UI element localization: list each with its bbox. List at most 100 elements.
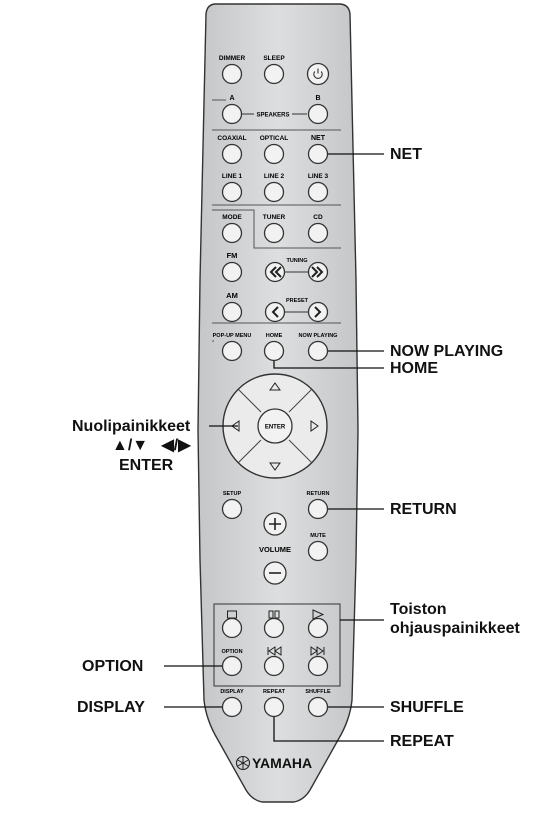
line1-label: LINE 1 — [222, 173, 243, 180]
button-home[interactable]: HOME — [263, 333, 285, 362]
fm-label: FM — [227, 251, 238, 260]
preset-label: PRESET — [286, 298, 309, 304]
left-arrow-icon — [231, 420, 240, 432]
yamaha-logo: YAMAHA — [235, 755, 312, 771]
callout-display: DISPLAY — [77, 699, 145, 716]
mode-label: MODE — [222, 214, 242, 221]
button-repeat[interactable]: REPEAT — [263, 689, 286, 718]
brand-label: YAMAHA — [252, 755, 312, 771]
shuffle-label: SHUFFLE — [305, 689, 331, 695]
speakers-b-label: B — [315, 95, 320, 102]
button-optical[interactable]: OPTICAL — [260, 135, 289, 165]
button-volume-up[interactable] — [263, 512, 287, 536]
play-icon — [312, 609, 325, 620]
button-sleep[interactable]: SLEEP — [263, 55, 285, 85]
callout-now-playing: NOW PLAYING — [390, 343, 504, 360]
am-label: AM — [226, 291, 238, 300]
coaxial-label: COAXIAL — [217, 135, 246, 142]
tuning-label: TUNING — [286, 258, 307, 264]
speakers-label: SPEAKERS — [256, 113, 289, 119]
button-am[interactable]: AM — [221, 291, 243, 323]
button-dimmer[interactable]: DIMMER — [219, 55, 246, 85]
line3-label: LINE 3 — [308, 173, 329, 180]
callout-option: OPTION — [82, 658, 144, 675]
button-cd[interactable]: CD — [307, 214, 329, 244]
button-enter[interactable]: ENTER — [257, 408, 293, 444]
mute-label: MUTE — [310, 533, 326, 539]
button-popup-menu[interactable]: POP-UP MENU — [213, 333, 252, 362]
home-label: HOME — [266, 333, 283, 339]
playback-group-frame — [213, 603, 341, 687]
button-pause[interactable] — [263, 610, 285, 639]
callout-arrow-symbols: ▲/▼ ◀/▶ — [112, 437, 191, 454]
cd-label: CD — [313, 214, 323, 221]
button-preset-down[interactable] — [264, 301, 286, 323]
callout-ohjauspainikkeet: ohjauspainikkeet — [390, 620, 520, 637]
callout-home: HOME — [390, 360, 438, 377]
button-fm[interactable]: FM — [221, 251, 243, 283]
button-preset-up[interactable] — [307, 301, 329, 323]
button-option[interactable]: OPTION — [221, 649, 243, 677]
button-tuning-down[interactable] — [264, 261, 286, 283]
callout-toiston: Toiston — [390, 601, 447, 618]
callout-nuolipainikkeet: Nuolipainikkeet — [72, 418, 191, 435]
line2-label: LINE 2 — [264, 173, 285, 180]
popup-menu-label: POP-UP MENU — [213, 333, 252, 339]
button-mode[interactable]: MODE — [221, 214, 242, 244]
button-volume-down[interactable] — [263, 561, 287, 585]
button-net[interactable]: NET — [307, 135, 329, 165]
volume-label: VOLUME — [259, 545, 291, 554]
callout-repeat: REPEAT — [390, 733, 454, 750]
button-stop[interactable] — [221, 610, 243, 639]
callout-leaders — [164, 153, 384, 742]
button-tuner[interactable]: TUNER — [263, 214, 286, 244]
power-icon — [313, 68, 323, 79]
button-coaxial[interactable]: COAXIAL — [217, 135, 247, 165]
button-mute[interactable]: MUTE — [307, 533, 329, 562]
button-play[interactable] — [307, 609, 329, 639]
setup-label: SETUP — [223, 491, 242, 497]
dimmer-label: DIMMER — [219, 55, 246, 62]
section-dividers — [212, 99, 341, 342]
skip-back-icon — [267, 646, 282, 656]
callout-shuffle: SHUFFLE — [390, 699, 464, 716]
button-line2[interactable]: LINE 2 — [263, 173, 285, 203]
plus-icon — [269, 518, 281, 530]
enter-label: ENTER — [265, 425, 286, 431]
button-tuning-up[interactable] — [307, 261, 329, 283]
button-return[interactable]: RETURN — [307, 491, 330, 520]
now-playing-label: NOW PLAYING — [299, 333, 338, 339]
sleep-label: SLEEP — [263, 55, 285, 62]
button-speakers-a[interactable]: A — [221, 95, 243, 125]
button-power[interactable] — [306, 62, 330, 86]
chevron-right-icon — [314, 306, 322, 318]
button-display[interactable]: DISPLAY — [220, 689, 244, 718]
double-chevron-right-icon — [311, 266, 324, 278]
right-arrow-icon — [310, 420, 319, 432]
repeat-label: REPEAT — [263, 689, 286, 695]
callout-enter: ENTER — [119, 457, 174, 474]
speakers-a-label: A — [229, 95, 234, 102]
button-skip-back[interactable] — [263, 646, 285, 677]
callout-return: RETURN — [390, 501, 457, 518]
return-label: RETURN — [307, 491, 330, 497]
button-setup[interactable]: SETUP — [221, 491, 243, 520]
callout-net: NET — [390, 146, 422, 163]
button-speakers-b[interactable]: B — [307, 95, 329, 125]
tuner-label: TUNER — [263, 214, 286, 221]
net-label: NET — [311, 135, 326, 142]
button-skip-forward[interactable] — [307, 646, 329, 677]
option-label: OPTION — [221, 649, 242, 655]
button-now-playing[interactable]: NOW PLAYING — [299, 333, 338, 362]
button-line1[interactable]: LINE 1 — [221, 173, 243, 203]
pause-icon — [268, 610, 280, 619]
button-shuffle[interactable]: SHUFFLE — [305, 689, 331, 718]
display-label: DISPLAY — [220, 689, 244, 695]
button-line3[interactable]: LINE 3 — [307, 173, 329, 203]
skip-forward-icon — [310, 646, 325, 656]
down-arrow-icon — [269, 462, 281, 471]
up-arrow-icon — [269, 382, 281, 391]
optical-label: OPTICAL — [260, 135, 289, 142]
